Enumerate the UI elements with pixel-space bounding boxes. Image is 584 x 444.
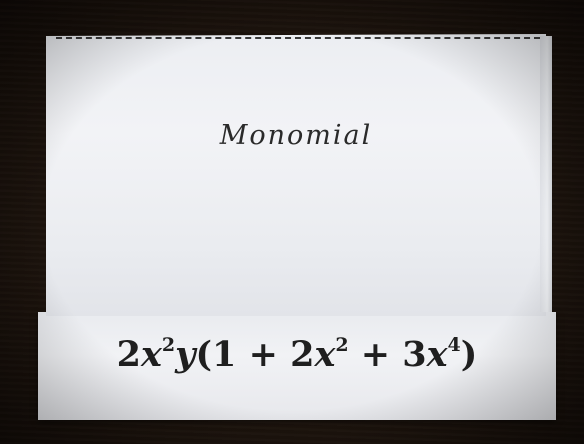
expr-coef: 2 xyxy=(290,334,315,375)
expr-var-y: y xyxy=(175,334,196,375)
expr-plus: + xyxy=(348,334,403,375)
expr-exp: 2 xyxy=(161,334,176,356)
expr-coef: 3 xyxy=(402,334,427,375)
dashed-cut-line xyxy=(56,37,540,39)
foldable-card-flap xyxy=(46,34,546,316)
expr-exp: 4 xyxy=(447,334,461,356)
expr-term: 1 xyxy=(212,334,237,375)
expr-coef: 2 xyxy=(116,334,142,375)
expr-close-paren: ) xyxy=(460,334,478,375)
expr-open-paren: ( xyxy=(195,334,213,375)
expr-var-x: x xyxy=(426,334,448,375)
expr-var-x: x xyxy=(314,334,336,375)
foldable-card-base xyxy=(38,312,556,420)
flap-edge-shadow xyxy=(540,36,552,312)
expr-exp: 2 xyxy=(335,334,349,356)
expr-var-x: x xyxy=(141,334,162,375)
flap-label-monomial: Monomial xyxy=(219,120,373,151)
polynomial-expression: 2x2y(1 + 2x2 + 3x4) xyxy=(38,334,556,375)
expr-plus: + xyxy=(236,334,291,375)
